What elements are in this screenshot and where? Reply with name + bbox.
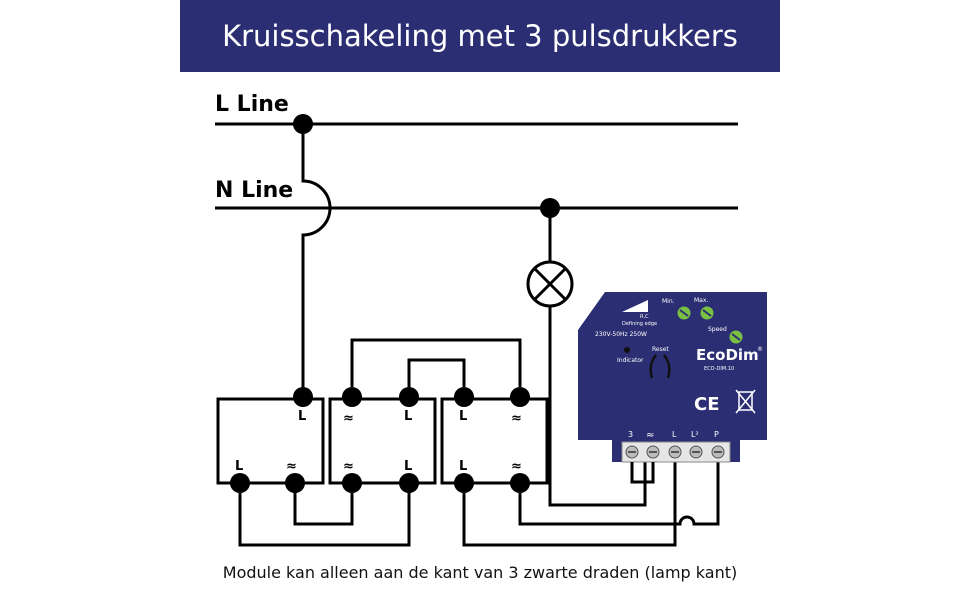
model-label: ECO-DIM.10 [704,366,734,372]
lamp-icon [526,260,574,308]
n-line-junction [540,198,560,218]
terminal-label: ≈ [343,459,354,474]
terminal-label: ≈ [511,411,522,426]
rc-symbol-icon [622,300,648,312]
spec-label: 230V-50Hz 250W [595,331,647,338]
upper-traveler-wire-outer [350,338,522,397]
module-terminal-label: 3 [628,430,633,439]
switch-to-module-wire-l [462,455,677,547]
pushbutton-3 [440,397,549,485]
l-line-label: L Line [215,92,289,117]
pushbutton-1 [216,397,325,485]
terminal-label: L [404,459,412,474]
switch-to-module-wire-p [518,455,720,526]
lower-wire-b [238,483,411,547]
terminal-dot [399,473,419,493]
upper-traveler-wire-inner [407,358,466,397]
min-label: Min. [662,298,675,305]
lamp-to-module-wire [548,306,647,507]
l-feed-wire [301,124,332,397]
module-terminal-label: L² [691,430,699,439]
diagram-title: Kruisschakeling met 3 pulsdrukkers [222,19,738,53]
terminal-label: ≈ [343,411,354,426]
title-banner: Kruisschakeling met 3 pulsdrukkers [180,0,780,72]
speed-label: Speed [708,326,727,333]
brand-logo: EcoDim [696,346,759,364]
module-terminal-label: P [714,430,719,439]
indicator-label: Indicator [617,357,644,364]
terminal-dot [342,473,362,493]
rc-label: R,C [640,314,649,320]
terminal-dot [342,387,362,407]
terminal-label: L [459,459,467,474]
terminal-label: L [235,459,243,474]
module-bridge-wire [630,462,655,484]
terminal-label: ≈ [286,459,297,474]
registered-mark: ® [757,346,763,353]
terminal-dot [285,473,305,493]
defining-edge-label: Defining edge [622,321,657,327]
diagram-caption: Module kan alleen aan de kant van 3 zwar… [222,563,738,582]
terminal-label: L [459,409,467,424]
n-line-label: N Line [215,178,293,203]
terminal-dot [454,473,474,493]
terminal-dot [510,387,530,407]
terminal-dot [399,387,419,407]
screw-terminal-icons [625,445,725,459]
indicator-led-icon [624,347,630,353]
module-body [578,292,767,462]
module-terminal-label: L [672,430,677,439]
l-line-junction [293,114,313,134]
terminal-label: L [298,409,306,424]
terminal-dot [293,387,313,407]
reset-label: Reset [652,346,669,353]
pushbutton-2 [328,397,437,485]
max-label: Max. [694,297,708,304]
terminal-dot [510,473,530,493]
terminal-dot [454,387,474,407]
terminal-label: L [404,409,412,424]
ecodim-module: R,C Defining edge 230V-50Hz 250W Min. Ma… [578,292,767,463]
terminal-dot [230,473,250,493]
reset-wire-icon [649,354,671,379]
lower-wire-a [293,483,354,526]
module-terminal-label: ≈ [646,430,654,441]
terminal-label: ≈ [511,459,522,474]
weee-bin-icon [735,389,756,414]
ce-mark: CE [694,394,720,415]
